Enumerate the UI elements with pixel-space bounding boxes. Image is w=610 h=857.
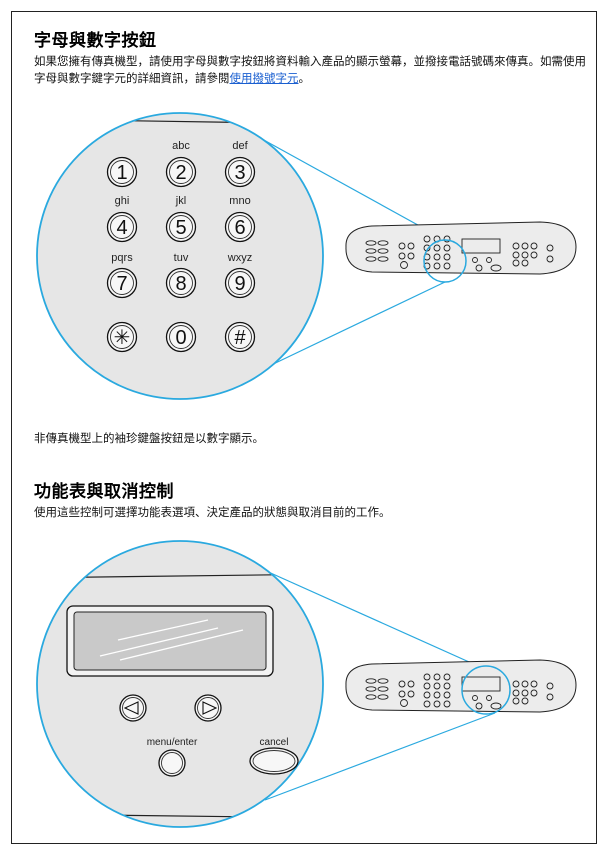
keypad-key-4[interactable]: ghi 4 — [106, 195, 138, 243]
key-number: 3 — [234, 162, 245, 184]
key-number: 4 — [116, 217, 127, 239]
link-dialing-characters[interactable]: 使用撥號字元 — [229, 71, 299, 85]
left-arrow-icon — [123, 701, 139, 715]
keypad-illustration: 1 abc 2 def 3 ghi 4 jkl 5 mno 6 pqrs 7 t… — [36, 112, 577, 400]
cancel-button[interactable] — [249, 747, 299, 775]
key-number: 2 — [175, 162, 186, 184]
key-letters: pqrs — [111, 252, 133, 264]
page-frame — [11, 11, 597, 844]
hash-icon: # — [234, 327, 246, 349]
key-letters: abc — [172, 140, 190, 152]
keypad-key-5[interactable]: jkl 5 — [165, 195, 197, 243]
control-panel-overview — [345, 221, 577, 283]
keypad-key-asterisk[interactable]: ✳ — [106, 321, 138, 353]
keypad-note: 非傳真機型上的袖珍鍵盤按鈕是以數字顯示。 — [34, 431, 264, 445]
cancel-label: cancel — [260, 737, 289, 748]
key-number: 6 — [234, 217, 245, 239]
section-title-keypad: 字母與數字按鈕 — [34, 31, 157, 51]
keypad-key-0[interactable]: 0 — [165, 321, 197, 353]
section-paragraph-keypad: 如果您擁有傳真機型，請使用字母與數字按鈕將資料輸入產品的顯示螢幕，並撥接電話號碼… — [34, 53, 590, 87]
keypad-key-3[interactable]: def 3 — [224, 140, 256, 188]
key-letters: jkl — [175, 195, 186, 207]
keypad-key-6[interactable]: mno 6 — [224, 195, 256, 243]
key-letters: wxyz — [227, 252, 252, 264]
key-number: 5 — [175, 217, 186, 239]
key-letters: ghi — [115, 195, 130, 207]
control-panel-overview — [345, 659, 577, 715]
keypad-key-9[interactable]: wxyz 9 — [224, 252, 256, 299]
lcd-display — [66, 605, 274, 677]
right-arrow-icon — [202, 701, 218, 715]
asterisk-icon: ✳ — [114, 327, 131, 349]
menu-cancel-illustration: menu/enter cancel — [36, 540, 577, 828]
key-letters: def — [232, 140, 248, 152]
section-title-menu-cancel: 功能表與取消控制 — [34, 482, 174, 502]
key-number: 8 — [175, 273, 186, 295]
right-arrow-button[interactable] — [194, 694, 222, 722]
section-paragraph-menu-cancel: 使用這些控制可選擇功能表選項、決定產品的狀態與取消目前的工作。 — [34, 505, 391, 519]
key-number: 9 — [234, 273, 245, 295]
paragraph-text: 如果您擁有傳真機型，請使用字母與數字按鈕將資料輸入產品的顯示螢幕，並撥接電話號碼… — [34, 54, 586, 85]
menu-zoom-circle — [36, 540, 324, 828]
keypad-key-1[interactable]: 1 — [106, 156, 138, 188]
paragraph-end: 。 — [298, 71, 311, 85]
keypad-key-8[interactable]: tuv 8 — [165, 252, 197, 299]
menu-enter-label: menu/enter — [147, 737, 198, 748]
keypad-key-2[interactable]: abc 2 — [165, 140, 197, 188]
key-number: 7 — [116, 273, 127, 295]
key-number: 1 — [116, 162, 127, 184]
key-letters: mno — [229, 195, 250, 207]
key-letters: tuv — [174, 252, 189, 264]
keypad-key-7[interactable]: pqrs 7 — [106, 252, 138, 299]
left-arrow-button[interactable] — [119, 694, 147, 722]
keypad-key-hash[interactable]: # — [224, 321, 256, 353]
key-number: 0 — [175, 327, 186, 349]
menu-enter-button[interactable] — [158, 749, 186, 777]
